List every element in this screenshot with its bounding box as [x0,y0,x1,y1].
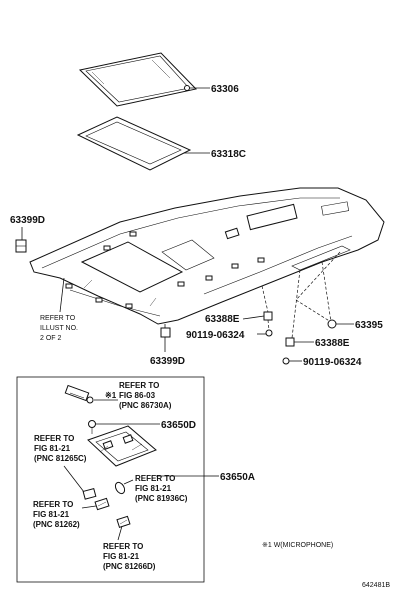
part-number-63306: 63306 [211,84,239,95]
bulb-part-81936c [114,481,126,495]
leader-ref-81265C [63,465,85,493]
sunvisor-holder-63388e-lower [285,337,295,347]
clip-63399d-top [15,239,27,253]
part-number-90119-upper: 90119-06324 [186,330,245,341]
part-number-63650A: 63650A [220,472,255,483]
clip-63399d-bottom [160,324,171,338]
ref-81265C-text: REFER TO FIG 81-21 (PNC 81265C) [34,434,87,463]
ref-81262-text: REFER TO FIG 81-21 (PNC 81262) [33,500,80,529]
map-lamp-inset-frame [16,376,205,583]
refer-illust-note: REFER TO ILLUST NO. 2 OF 2 [40,315,80,342]
ref-81936C-text: REFER TO FIG 81-21 (PNC 81936C) [135,474,188,503]
part-number-90119-lower: 90119-06324 [303,357,362,368]
lens-part-81262 [94,497,110,511]
ref-86-03-text: REFER TO FIG 86-03 (PNC 86730A) [119,381,172,410]
leader-ref-81936C [123,479,134,485]
dash-guide-right-4 [295,299,332,323]
dash-guide-upper-2 [267,319,270,331]
screw-90119-lower [282,357,290,365]
screw-63650d [88,420,96,434]
sunroof-trim-panel [78,52,197,107]
microphone-part [64,384,94,404]
screw-90119-upper [265,329,273,337]
clip-63395 [327,319,337,329]
leader-ref-81266D [117,525,123,541]
roof-headliner-assembly [29,187,385,325]
part-number-63388E-upper: 63388E [205,314,240,325]
dash-guide-right-2 [321,261,332,323]
part-number-63399D-top: 63399D [10,215,45,226]
part-number-63388E-lower: 63388E [315,338,350,349]
leader-63388E-upper [242,315,265,320]
part-number-63399D-bottom: 63399D [150,356,185,367]
dash-guide-right-3 [295,251,341,301]
part-number-63318C: 63318C [211,149,246,160]
part-number-63650D: 63650D [161,420,196,431]
sunvisor-holder-63388e-upper [263,311,273,321]
microphone-footnote: ※1 W(MICROPHONE) [262,542,333,549]
ref-81266D-text: REFER TO FIG 81-21 (PNC 81266D) [103,542,156,571]
dash-guide-right-1 [291,269,301,339]
lens-part-81266d [116,515,131,528]
part-number-63395: 63395 [355,320,383,331]
leader-ref-81262 [81,505,97,509]
switch-part-81265c [82,487,97,500]
map-lamp-housing [87,425,157,467]
diagram-id: 642481B [362,582,390,589]
sunroof-seal-gasket [76,116,192,171]
ref-86-03-mark: ※1 [105,391,117,400]
dash-guide-upper-1 [261,285,269,313]
leader-refer-illust [59,277,65,313]
